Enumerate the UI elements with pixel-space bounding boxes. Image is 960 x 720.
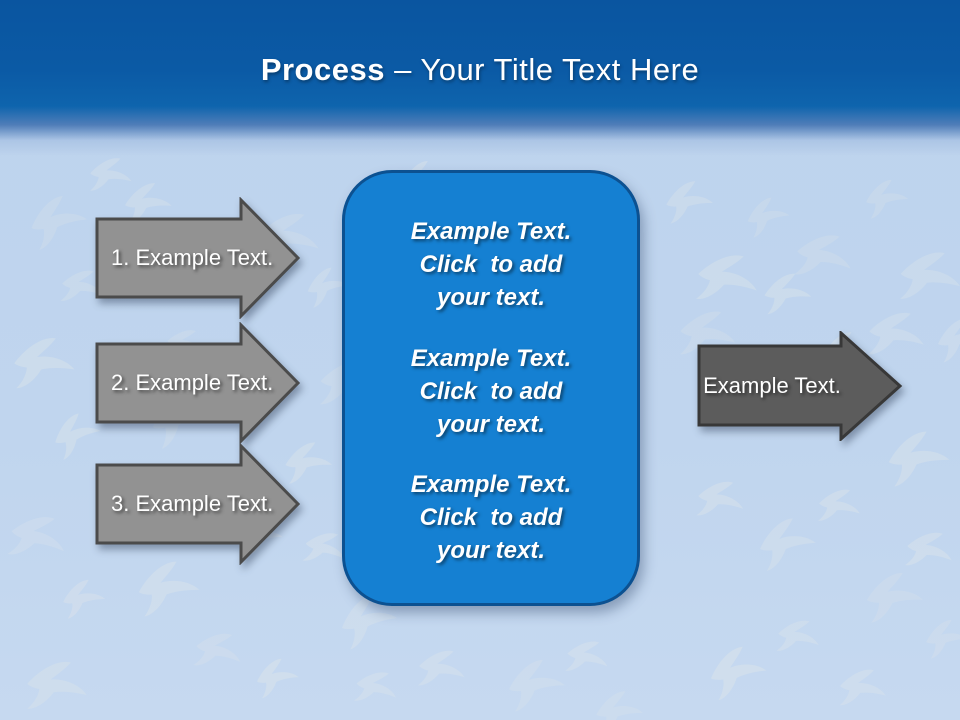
slide-title-rest: – Your Title Text Here [394, 52, 700, 87]
panel-text-block-3: Example Text. Click to add your text. [359, 468, 623, 567]
process-step-arrow-1[interactable]: 1. Example Text. [95, 197, 301, 319]
panel-text-line: Click to add [419, 377, 563, 405]
center-text-panel[interactable]: Example Text. Click to add your text. Ex… [342, 170, 640, 606]
panel-text-line: your text. [436, 410, 546, 438]
panel-text-line: Click to add [419, 504, 563, 531]
slide-title[interactable]: Process – Your Title Text Here [0, 52, 960, 88]
panel-text-line: Click to add [419, 251, 563, 278]
panel-text-line: Example Text. [410, 471, 572, 498]
title-band [0, 0, 960, 156]
slide-title-emphasis: Process [260, 52, 385, 87]
process-result-arrow[interactable]: Example Text. [697, 331, 903, 441]
panel-text-block-2: Example Text. Click to add your text. [359, 342, 623, 441]
arrow-right-shape-icon [95, 197, 301, 319]
arrow-right-shape-icon [95, 443, 301, 565]
panel-text-line: Example Text. [410, 218, 572, 245]
process-step-arrow-3[interactable]: 3. Example Text. [95, 443, 301, 565]
panel-text-line: Example Text. [410, 344, 572, 372]
process-step-arrow-2[interactable]: 2. Example Text. [95, 322, 301, 444]
arrow-right-shape-icon [95, 322, 301, 444]
arrow-right-shape-icon [697, 331, 903, 441]
panel-text-block-1: Example Text. Click to add your text. [359, 215, 623, 314]
panel-text-line: your text. [436, 284, 546, 311]
panel-text-line: your text. [436, 537, 546, 564]
